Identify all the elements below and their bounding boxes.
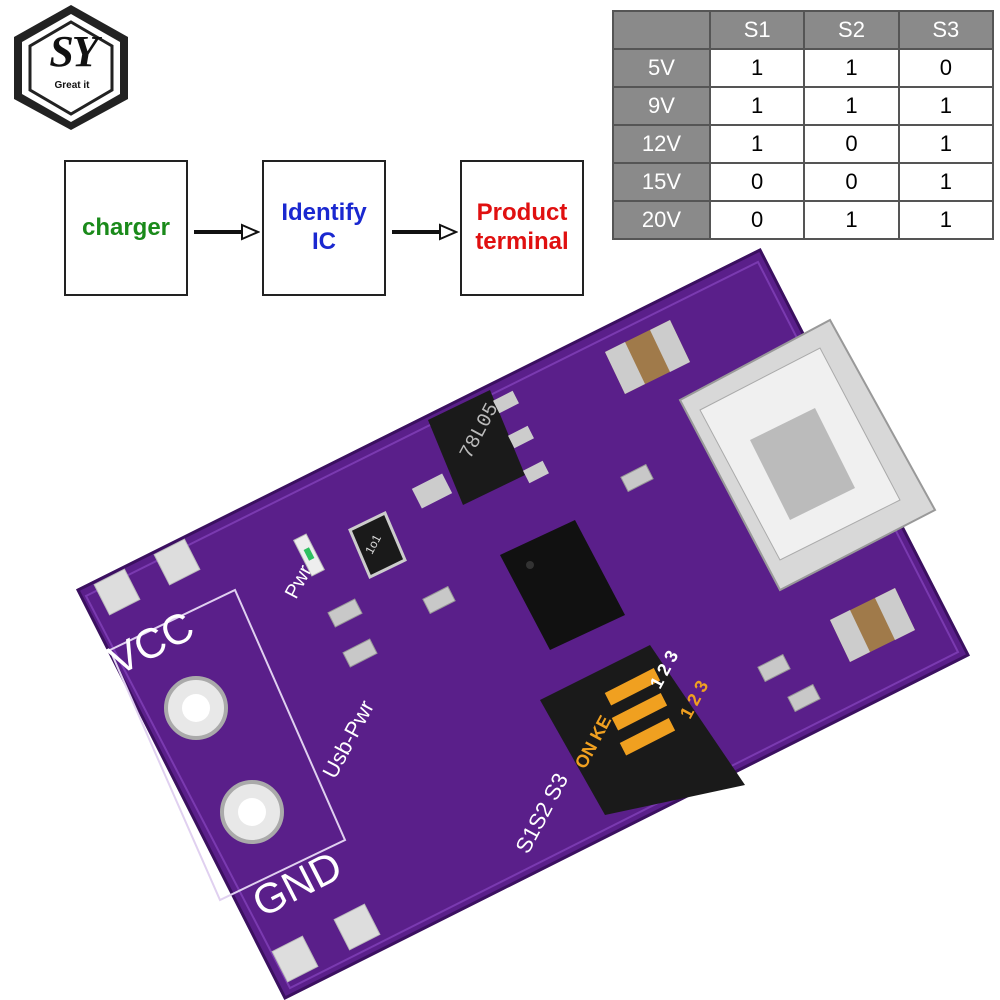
voltage-selection-table: S1 S2 S3 5V 1 1 0 9V 1 1 1 12V 1 0 1 15V… <box>612 10 995 240</box>
logo-tagline: Great it <box>54 80 90 91</box>
table-cell: 1 <box>803 48 900 88</box>
capacitor-bottom <box>830 588 915 662</box>
table-row: 5V 1 1 0 <box>612 48 995 88</box>
flow-step-product-terminal: Product terminal <box>460 160 584 296</box>
logo-letters: SY <box>49 27 98 76</box>
table-cell: 1 <box>897 162 995 202</box>
flow-step-identify-ic: Identify IC <box>262 160 386 296</box>
row-label: 20V <box>612 200 711 240</box>
row-label: 5V <box>612 48 711 88</box>
table-header-cell: S2 <box>803 10 900 50</box>
table-row: 15V 0 0 1 <box>612 162 995 202</box>
table-cell: 0 <box>897 48 995 88</box>
table-row: 9V 1 1 1 <box>612 86 995 126</box>
table-header-cell <box>612 10 711 50</box>
hexagon-logo-icon <box>14 5 128 130</box>
table-header-cell: S3 <box>897 10 995 50</box>
flow-step-identify-line2: IC <box>312 228 336 255</box>
flow-step-product-line1: Product <box>476 199 568 227</box>
table-cell: 1 <box>708 48 806 88</box>
table-cell: 0 <box>803 124 900 164</box>
table-cell: 1 <box>803 200 900 240</box>
main-ic <box>500 520 625 650</box>
usb-c-connector <box>678 318 937 592</box>
dip-switch <box>540 645 745 815</box>
flow-step-charger-label: charger <box>81 213 171 241</box>
table-cell: 0 <box>708 162 806 202</box>
table-cell: 1 <box>897 200 995 240</box>
table-row: 12V 1 0 1 <box>612 124 995 164</box>
row-label: 9V <box>612 86 711 126</box>
regulator-chip <box>411 390 549 509</box>
table-row: 20V 0 1 1 <box>612 200 995 240</box>
flow-step-charger: charger <box>64 160 188 296</box>
flow-step-identify-line1: Identify <box>281 199 367 227</box>
table-header-cell: S1 <box>708 10 806 50</box>
capacitor-top <box>605 320 690 394</box>
resistor <box>348 510 407 580</box>
table-cell: 0 <box>803 162 900 202</box>
row-label: 15V <box>612 162 711 202</box>
table-cell: 1 <box>897 124 995 164</box>
table-header-row: S1 S2 S3 <box>612 10 995 50</box>
table-cell: 1 <box>708 86 806 126</box>
vcc-pins <box>93 538 201 616</box>
arrow-right-icon <box>194 223 260 241</box>
table-cell: 1 <box>708 124 806 164</box>
arrow-right-icon <box>392 223 458 241</box>
table-cell: 0 <box>708 200 806 240</box>
brand-logo: SY Great it <box>6 2 136 132</box>
gnd-pins <box>271 903 381 983</box>
row-label: 12V <box>612 124 711 164</box>
table-cell: 1 <box>803 86 900 126</box>
flow-step-product-line2: terminal <box>475 228 569 255</box>
table-cell: 1 <box>897 86 995 126</box>
